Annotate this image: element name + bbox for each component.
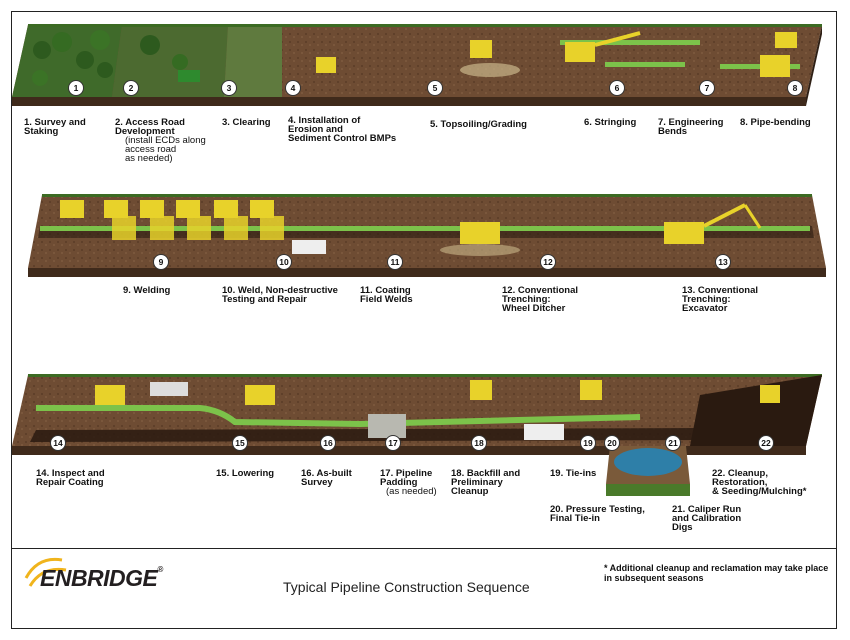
sideboom-6 — [565, 42, 595, 62]
footnote: * Additional cleanup and reclamation may… — [604, 563, 829, 583]
step-number-22: 22 — [758, 435, 774, 451]
step-number-5: 5 — [427, 80, 443, 96]
step-number-3: 3 — [221, 80, 237, 96]
row-2-strip — [28, 194, 826, 277]
step-label-5: 5. Topsoiling/Grading — [430, 119, 527, 130]
step-label-13: 13. Conventional Trenching: Excavator — [682, 285, 759, 314]
diagram-title: Typical Pipeline Construction Sequence — [283, 579, 530, 595]
step-number-15: 15 — [232, 435, 248, 451]
step-label-10: 10. Weld, Non-destructive Testing and Re… — [222, 285, 338, 305]
step-number-6: 6 — [609, 80, 625, 96]
dozer-4 — [316, 57, 336, 73]
step-label-15: 15. Lowering — [216, 468, 275, 479]
step-label-17-title: 17. Pipeline Padding — [380, 468, 433, 488]
padding-machine — [368, 414, 406, 438]
pipe-row2 — [40, 226, 810, 231]
step-label-7: 7. Engineering Bends — [658, 117, 724, 137]
row-3-strip — [12, 374, 822, 496]
step-label-17: 17. Pipeline Padding(as needed) — [380, 468, 437, 497]
step-number-10: 10 — [276, 254, 292, 270]
step-label-6: 6. Stringing — [584, 117, 637, 128]
step-label-19: 19. Tie-ins — [550, 468, 597, 479]
enbridge-swoosh-icon — [24, 557, 67, 587]
step-label-2: 2. Access Road Development(install ECDs … — [115, 117, 206, 164]
step-label-20: 20. Pressure Testing, Final Tie-in — [550, 504, 645, 524]
step-label-11: 11. Coating Field Welds — [360, 285, 413, 305]
step-number-21: 21 — [665, 435, 681, 451]
step-label-1: 1. Survey and Staking — [24, 117, 86, 137]
step-number-18: 18 — [471, 435, 487, 451]
step-number-17: 17 — [385, 435, 401, 451]
pipe-row3 — [36, 405, 641, 428]
step-label-9: 9. Welding — [123, 285, 171, 296]
step-number-7: 7 — [699, 80, 715, 96]
step-number-11: 11 — [387, 254, 403, 270]
pickup-truck — [292, 240, 326, 254]
step-label-2-title: 2. Access Road Development — [115, 117, 185, 137]
step-label-4: 4. Installation of Erosion and Sediment … — [288, 115, 397, 144]
step-number-12: 12 — [540, 254, 556, 270]
step-label-18: 18. Backfill and Preliminary Cleanup — [451, 468, 521, 497]
step-number-16: 16 — [320, 435, 336, 451]
step-label-2-note: (install ECDs along access road as neede… — [125, 135, 206, 164]
step-label-21: 21. Caliper Run and Calibration Digs — [672, 504, 742, 533]
step-number-8: 8 — [787, 80, 803, 96]
step-number-13: 13 — [715, 254, 731, 270]
brand-trademark: ® — [157, 565, 163, 574]
step-number-19: 19 — [580, 435, 596, 451]
step-label-14: 14. Inspect and Repair Coating — [36, 468, 105, 488]
step-label-12: 12. Conventional Trenching: Wheel Ditche… — [502, 285, 579, 314]
step-label-8: 8. Pipe-bending — [740, 117, 811, 128]
step-label-17-note: (as needed) — [386, 486, 437, 497]
diagram-frame — [11, 11, 837, 629]
step-number-20: 20 — [604, 435, 620, 451]
step-label-3: 3. Clearing — [222, 117, 271, 128]
brand-name: ENBRIDGE — [40, 565, 158, 591]
dump-truck — [150, 382, 188, 396]
step-number-14: 14 — [50, 435, 66, 451]
step-number-4: 4 — [285, 80, 301, 96]
step-number-9: 9 — [153, 254, 169, 270]
pickup-truck-19 — [524, 424, 564, 440]
excavator-13 — [664, 222, 704, 244]
row-1-strip — [12, 24, 822, 106]
enbridge-logo: ENBRIDGE® — [40, 565, 163, 592]
excavator-green — [178, 70, 200, 82]
step-number-1: 1 — [68, 80, 84, 96]
step-label-22: 22. Cleanup, Restoration, & Seeding/Mulc… — [712, 468, 807, 497]
wheel-ditcher — [460, 222, 500, 244]
bender-8 — [760, 55, 790, 77]
step-label-16: 16. As-built Survey — [301, 468, 352, 488]
dozer-5 — [470, 40, 492, 58]
footer-divider — [12, 548, 836, 549]
step-number-2: 2 — [123, 80, 139, 96]
